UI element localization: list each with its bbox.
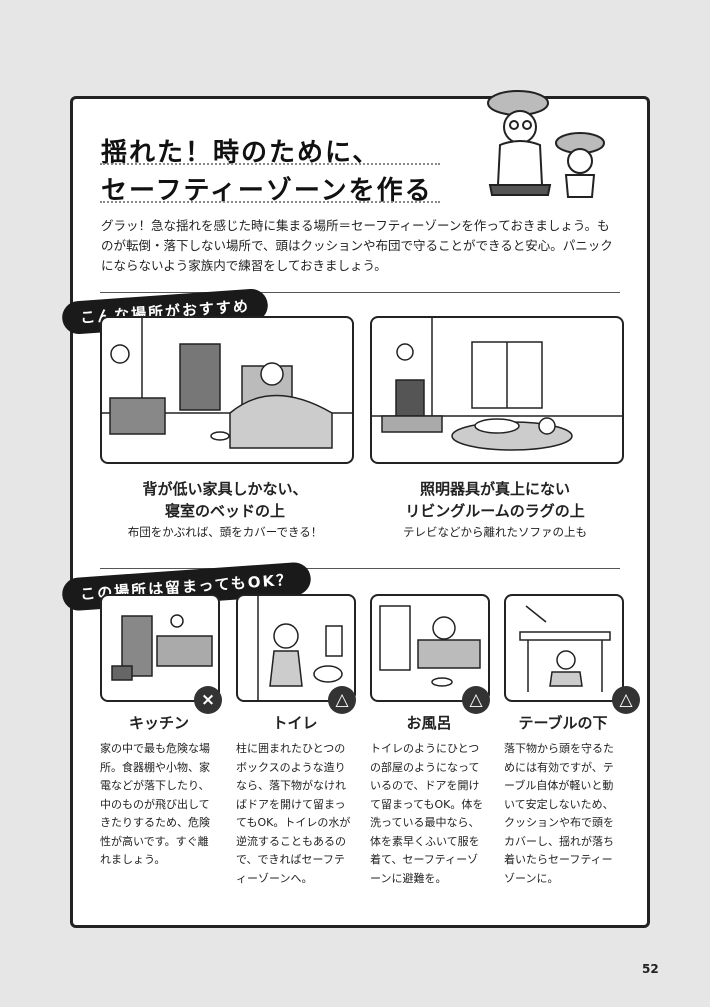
caution-mark: △	[612, 686, 640, 714]
bathroom-illustration	[370, 594, 490, 702]
kitchen-illustration	[100, 594, 220, 702]
caption-line: 寝室のベッドの上	[164, 502, 285, 520]
family-illustration	[487, 90, 605, 198]
caption-line: リビングルームのラグの上	[405, 502, 585, 520]
bathroom-description: トイレのようにひとつの部屋のようになっているので、ドアを開けて留まってもOK。体…	[370, 742, 484, 885]
toilet-illustration	[236, 594, 356, 702]
kitchen-description: 家の中で最も危険な場所。食器棚や小物、家電などが落下したり、中のものが飛び出して…	[100, 742, 210, 866]
caution-mark: △	[462, 686, 490, 714]
table-illustration	[504, 594, 624, 702]
page-card	[70, 96, 650, 928]
bathroom-title: お風呂	[406, 714, 452, 732]
divider	[100, 292, 620, 293]
danger-mark: ×	[194, 686, 222, 714]
page-number: 52	[642, 962, 659, 976]
title-underline	[100, 163, 440, 165]
living-caption-title: 照明器具が真上にない リビングルームのラグの上	[370, 478, 620, 522]
title-underline	[100, 201, 440, 203]
caution-mark: △	[328, 686, 356, 714]
intro-text: グラッ！急な揺れを感じた時に集まる場所＝セーフティーゾーンを作っておきましょう。…	[101, 218, 613, 273]
toilet-description: 柱に囲まれたひとつのボックスのような造りなら、落下物がなければドアを開けて留まっ…	[236, 742, 351, 885]
bedroom-caption-title: 背が低い家具しかない、 寝室のベッドの上	[100, 478, 350, 522]
bedroom-caption-sub: 布団をかぶれば、頭をカバーできる！	[127, 525, 323, 539]
toilet-title: トイレ	[272, 714, 318, 732]
living-caption-sub: テレビなどから離れたソファの上も	[403, 525, 587, 539]
divider	[100, 568, 620, 569]
table-description: 落下物から頭を守るためには有効ですが、テーブル自体が軽いと動いて安定しないため、…	[504, 742, 614, 885]
caption-line: 照明器具が真上にない	[419, 480, 570, 498]
living-room-illustration	[370, 316, 624, 464]
table-title: テーブルの下	[518, 714, 608, 732]
caption-line: 背が低い家具しかない、	[142, 480, 308, 498]
bedroom-illustration	[100, 316, 354, 464]
kitchen-title: キッチン	[128, 714, 189, 732]
